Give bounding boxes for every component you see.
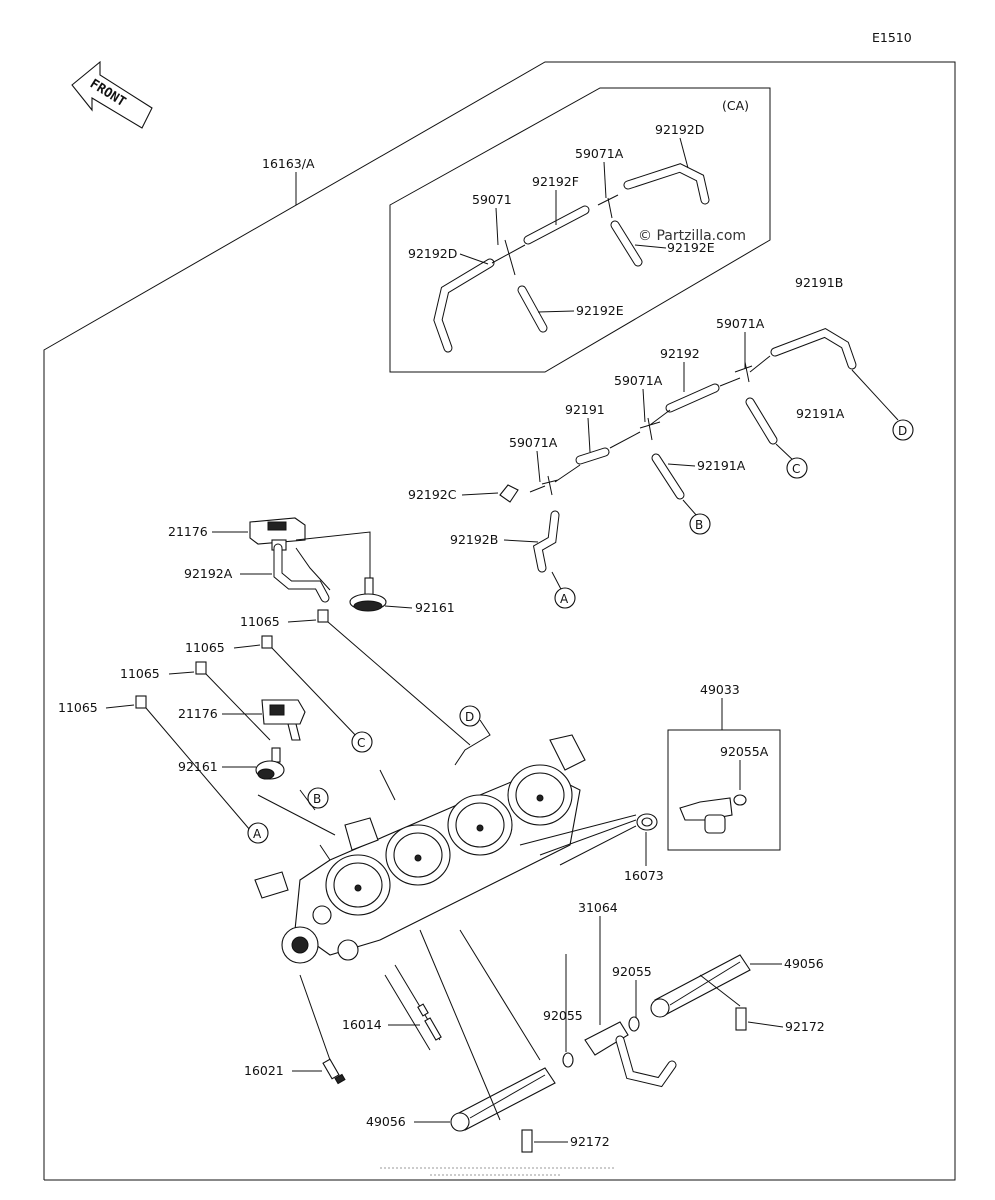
callout-A-lower: A [247,822,269,844]
svg-text:C: C [792,462,800,476]
pressure-sensor-top [249,517,371,591]
delivery-pipe-right [650,954,751,1031]
label-59071A-3: 59071A [509,435,558,450]
label-59071A-1: 59071A [716,316,765,331]
label-92161-top: 92161 [415,600,455,615]
label-92192A: 92192A [184,566,233,581]
label-92161-mid: 92161 [178,759,218,774]
svg-text:A: A [253,827,262,841]
svg-text:B: B [313,792,321,806]
delivery-pipe-left [450,1067,556,1153]
callout-C-upper: C [786,457,808,479]
label-11065-4: 11065 [58,700,98,715]
label-92192F: 92192F [532,174,579,189]
label-92172-right: 92172 [785,1019,825,1034]
injector-kit-box [667,729,781,851]
label-92192: 92192 [660,346,700,361]
label-92055-right: 92055 [612,964,652,979]
label-16021: 16021 [244,1063,284,1078]
label-21176-mid: 21176 [178,706,218,721]
label-92192E-right: 92192E [667,240,715,255]
label-92192D-left: 92192D [408,246,457,261]
label-21176-top: 21176 [168,524,208,539]
callout-D-lower: D [459,705,481,727]
label-49056-right: 49056 [784,956,824,971]
front-arrow-icon: FRONT [71,60,153,129]
callout-D-upper: D [892,419,914,441]
pressure-sensor-mid [261,699,306,741]
screw-16021 [299,974,346,1085]
fuel-pipe-joint [584,1021,677,1088]
label-11065-2: 11065 [185,640,225,655]
main-frame [43,61,956,1181]
fuel-injector [679,794,747,834]
label-92192C: 92192C [408,487,457,502]
watermark-text: © Partzilla.com [638,228,746,244]
caps-11065 [135,609,471,831]
label-92055-left: 92055 [543,1008,583,1023]
screw-16014 [384,964,442,1051]
callout-C-lower: C [351,731,373,753]
label-31064: 31064 [578,900,618,915]
label-16014: 16014 [342,1017,382,1032]
label-16163A: 16163/A [262,156,315,171]
callout-A-upper: A [554,587,576,609]
svg-text:B: B [695,518,703,532]
label-49033: 49033 [700,682,740,697]
callout-B-upper: B [689,513,711,535]
svg-text:D: D [898,424,907,438]
label-92172-left: 92172 [570,1134,610,1149]
svg-text:C: C [357,736,365,750]
label-16073: 16073 [624,868,664,883]
label-59071A-top: 59071A [575,146,624,161]
callout-B-lower: B [307,787,329,809]
label-11065-3: 11065 [120,666,160,681]
label-92055A: 92055A [720,744,769,759]
label-59071A-2: 59071A [614,373,663,388]
vacuum-valve-top [349,577,387,612]
label-92192D-top: 92192D [655,122,704,137]
label-49056-left: 49056 [366,1114,406,1129]
label-92191A-1: 92191A [796,406,845,421]
label-92192B: 92192B [450,532,498,547]
label-92192E-bottom: 92192E [576,303,624,318]
label-59071: 59071 [472,192,512,207]
seal-16073 [636,813,658,831]
diagram-code: E1510 [872,30,912,45]
throttle-body-assembly [254,734,586,964]
label-92191B: 92191B [795,275,843,290]
svg-text:A: A [560,592,569,606]
vacuum-hose-assembly [499,328,899,594]
ca-frame [389,87,771,373]
label-11065-1: 11065 [240,614,280,629]
label-92191: 92191 [565,402,605,417]
svg-text:D: D [465,710,474,724]
variant-label: (CA) [722,98,749,113]
label-92191A-2: 92191A [697,458,746,473]
vacuum-valve-mid [255,747,285,780]
